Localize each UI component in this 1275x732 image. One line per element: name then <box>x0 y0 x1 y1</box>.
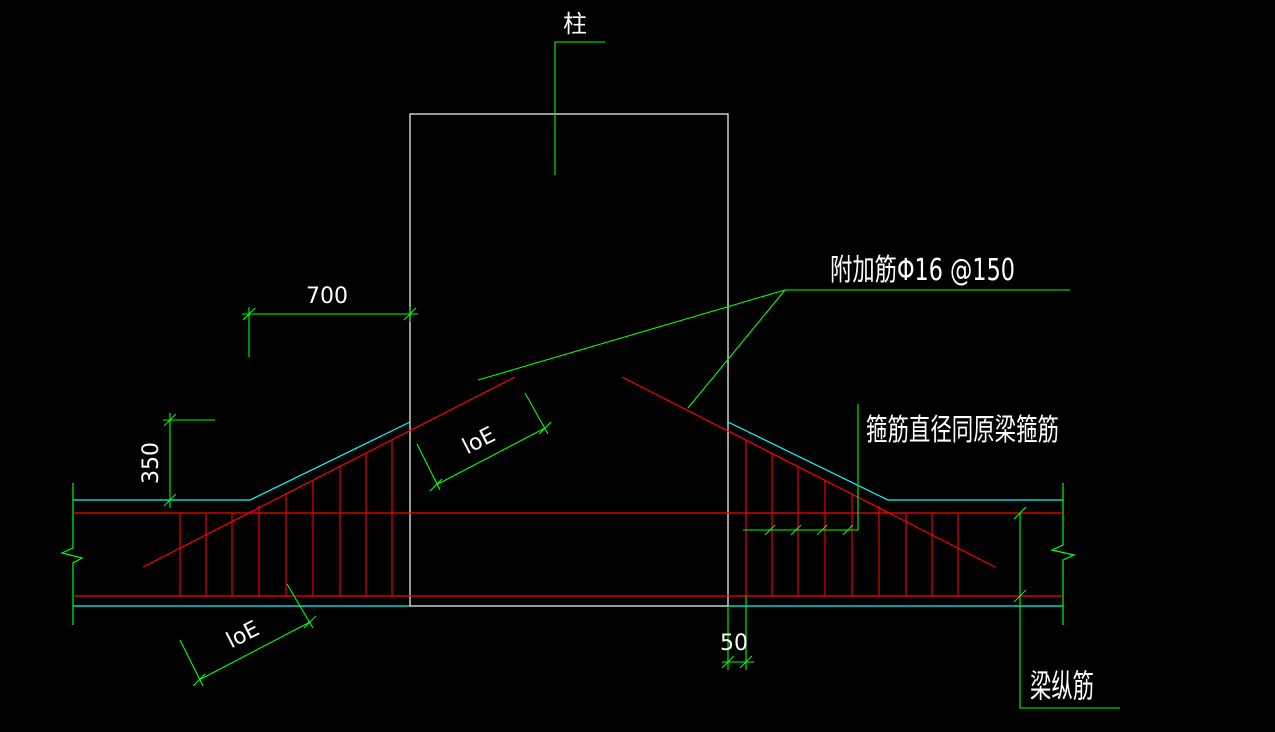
column-leader <box>554 41 605 175</box>
beam-outline <box>73 421 1063 607</box>
dim-350-tick-bottom <box>163 493 177 507</box>
rebar <box>73 376 1063 597</box>
additional-bar-leader-branch <box>687 289 786 409</box>
stirrup-leader <box>743 404 859 531</box>
break-line-right <box>1050 483 1076 625</box>
dim-loe-lower-ext-left <box>179 639 204 687</box>
dim-loe-lower-line <box>198 621 311 681</box>
beam-haunch-top-left <box>73 421 411 501</box>
longitudinal-label: 梁纵筋 <box>1030 667 1094 705</box>
dim-loe-lower-tick-right <box>303 615 317 629</box>
dim-50-tick-right <box>739 655 753 669</box>
additional-bar-label: 附加筋Φ16 @150 <box>830 253 1015 288</box>
dim-loe-upper-ext-right <box>524 392 549 435</box>
stirrups-right <box>745 441 959 596</box>
additional-bar-right <box>621 376 996 568</box>
dim-50-label: 50 <box>720 631 748 656</box>
dim-350-tick-top <box>163 413 177 427</box>
column-label: 柱 <box>563 10 587 38</box>
dim-loe-lower-tick-left <box>192 673 206 687</box>
dimensions <box>163 41 1120 709</box>
longitudinal-leader <box>1019 513 1120 709</box>
dim-700-tick-right <box>403 307 417 321</box>
additional-bar-left <box>142 376 516 568</box>
beam-haunch-top-right <box>727 421 1063 501</box>
break-line-left <box>60 483 84 625</box>
dim-50-tick-left <box>721 655 735 669</box>
dim-700-label: 700 <box>306 284 348 309</box>
dim-700-tick-left <box>242 307 256 321</box>
dim-loe-lower-ext-right <box>286 583 314 629</box>
dim-loe-upper-ext-left <box>416 443 441 491</box>
beam-break-lines <box>60 483 1076 625</box>
dim-loe-upper-tick-right <box>538 421 552 435</box>
dim-loe-upper-line <box>435 427 546 486</box>
dim-loe-upper-tick-left <box>429 478 443 492</box>
stirrup-label: 箍筋直径同原梁箍筋 <box>866 413 1059 448</box>
stirrups-left <box>179 441 393 596</box>
dim-350-label: 350 <box>139 442 164 484</box>
